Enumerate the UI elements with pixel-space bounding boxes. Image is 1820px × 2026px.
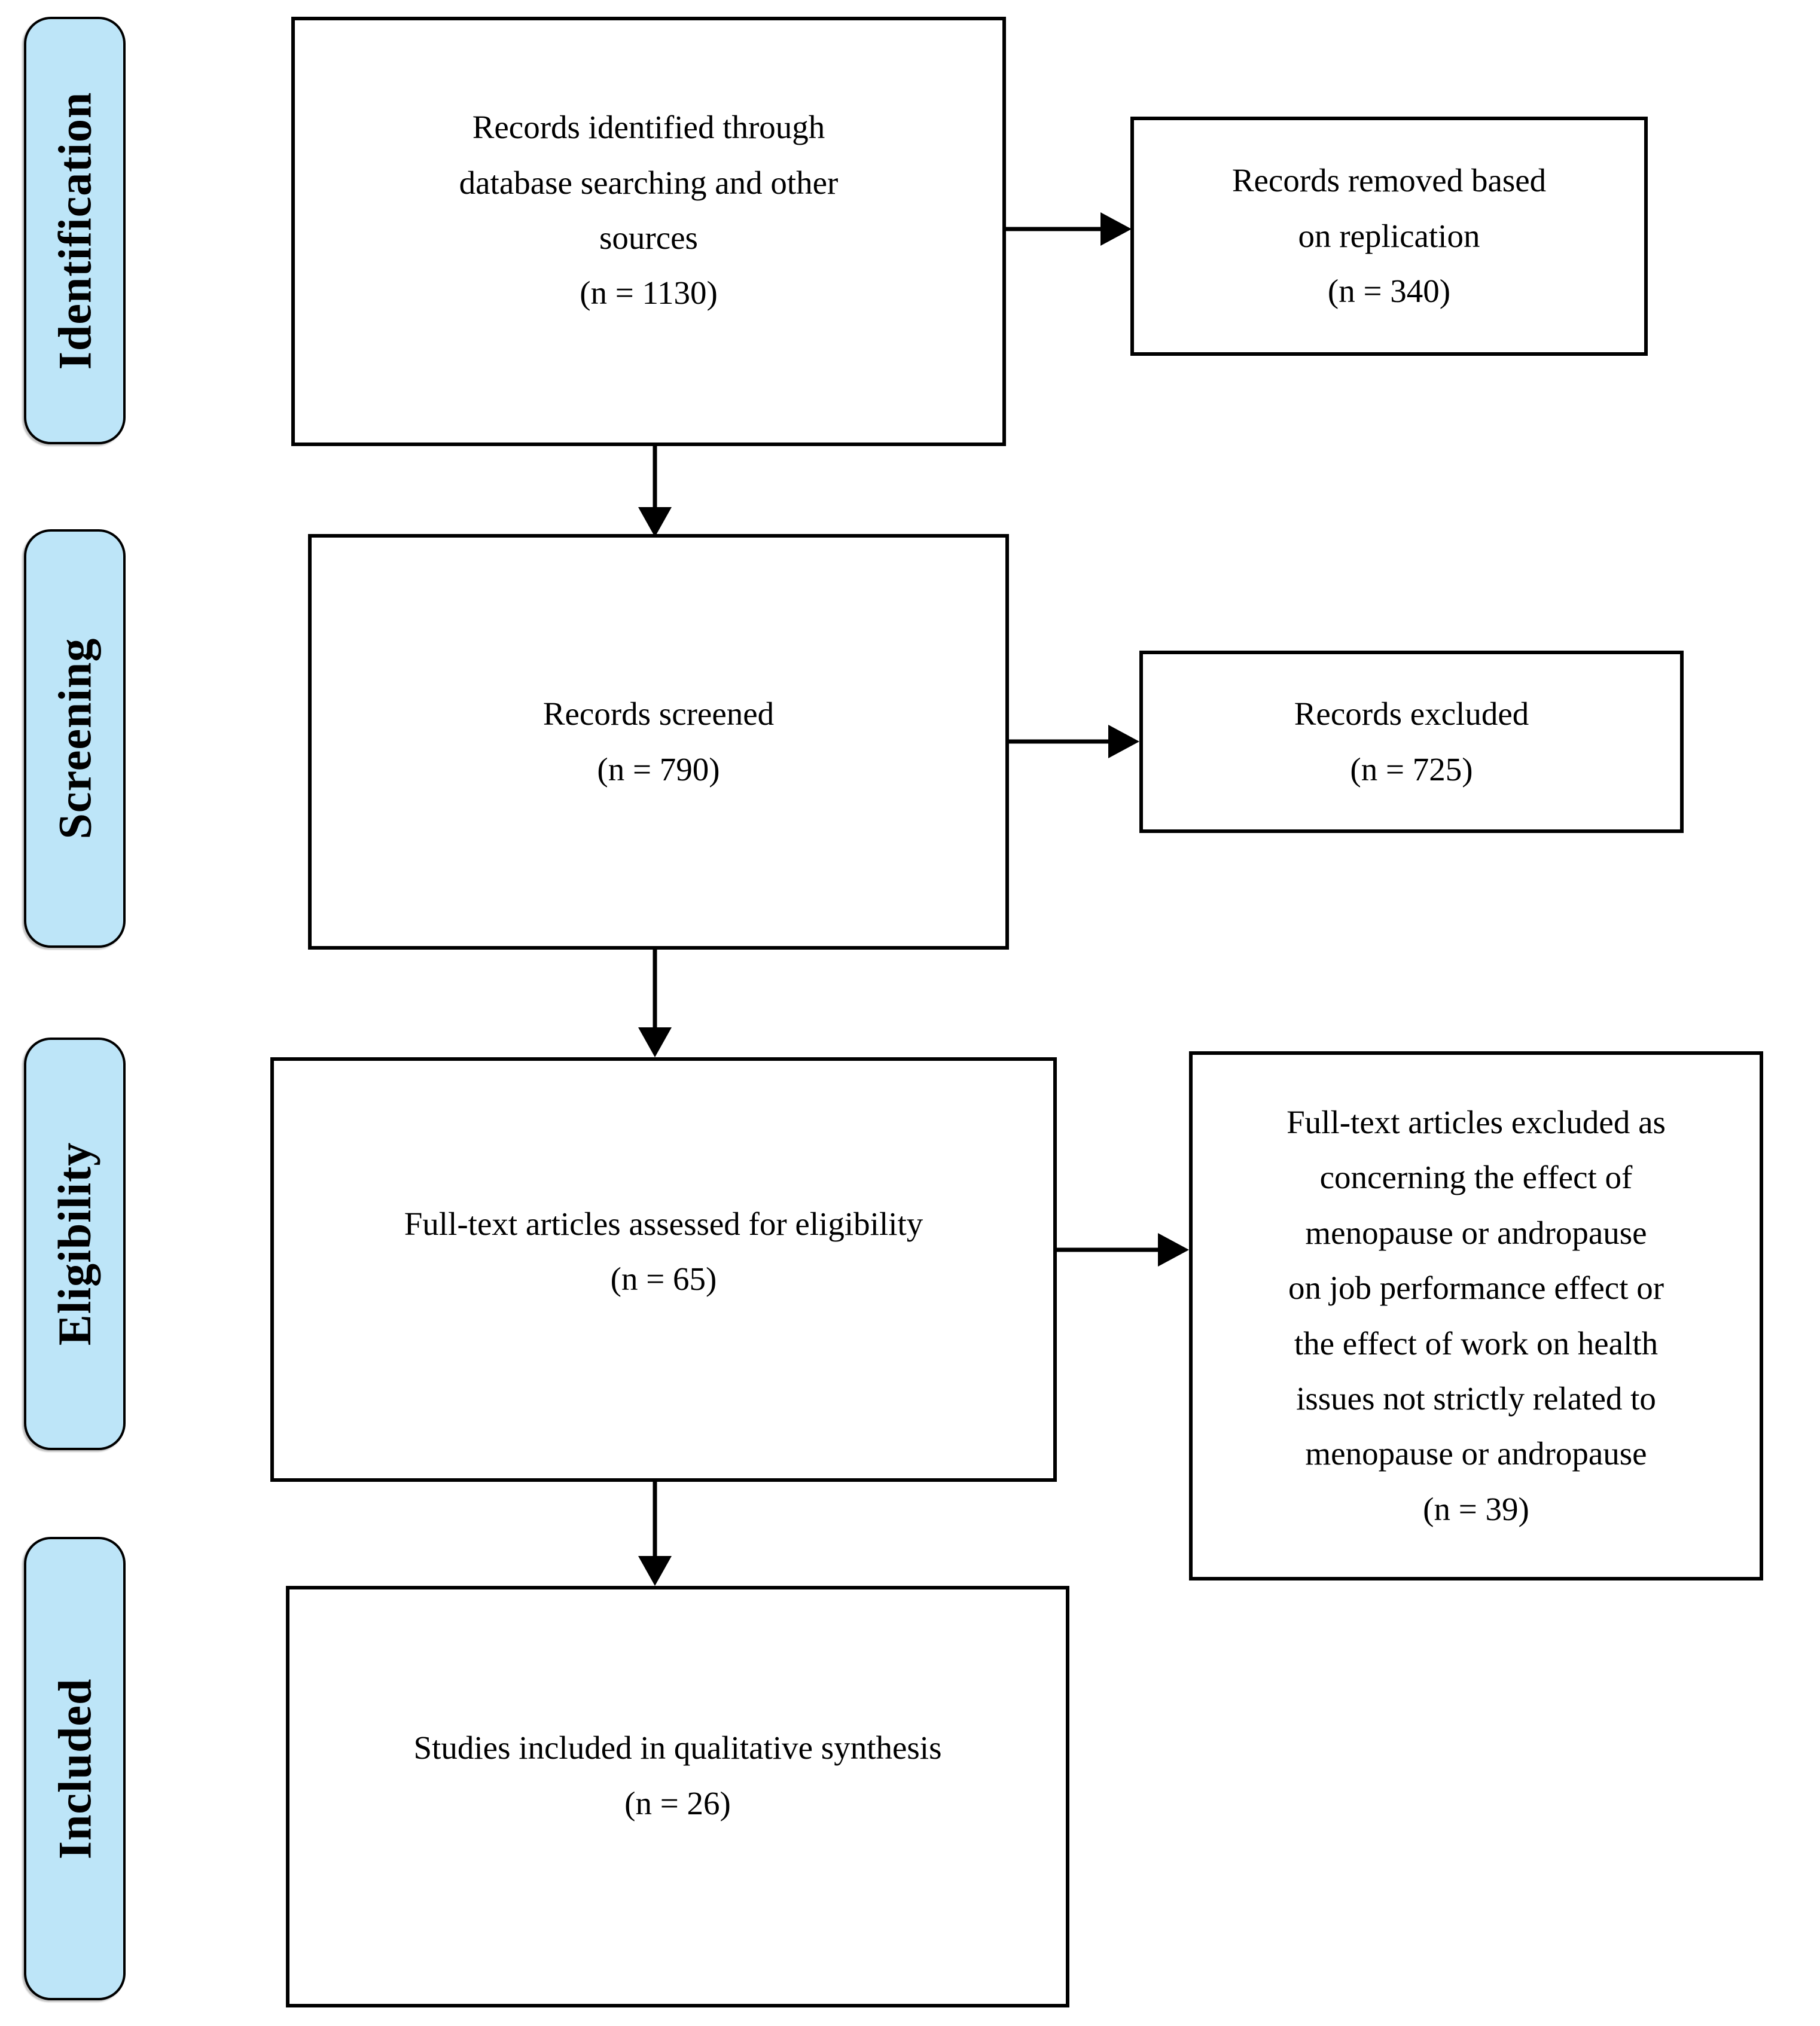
box-fulltext-excluded-line: on job performance effect or bbox=[1288, 1270, 1664, 1307]
stage-label-eligibility: Eligibility bbox=[48, 1142, 100, 1346]
arrow-down-screened-to-fulltext-icon bbox=[638, 950, 672, 1057]
box-studies-included-count: (n = 26) bbox=[624, 1784, 731, 1821]
box-records-excluded-line: Records excluded bbox=[1294, 695, 1529, 733]
arrow-right-fulltext-to-excluded-icon bbox=[1057, 1233, 1189, 1267]
box-records-removed-line: Records removed based bbox=[1231, 162, 1547, 199]
stage-label-included: Included bbox=[48, 1678, 101, 1859]
box-fulltext-excluded: Full-text articles excluded as concernin… bbox=[1189, 1051, 1763, 1580]
box-fulltext-assessed-count: (n = 65) bbox=[610, 1261, 717, 1297]
arrow-right-identified-to-removed-icon bbox=[1006, 212, 1132, 246]
stage-tab-eligibility: Eligibility bbox=[24, 1038, 126, 1450]
box-fulltext-excluded-line: issues not strictly related to bbox=[1296, 1380, 1656, 1417]
box-fulltext-assessed-line: Full-text articles assessed for eligibil… bbox=[404, 1205, 923, 1242]
box-fulltext-excluded-line: menopause or andropause bbox=[1305, 1214, 1647, 1251]
stage-tab-screening: Screening bbox=[24, 529, 126, 948]
box-records-removed: Records removed based on replication (n … bbox=[1130, 117, 1648, 356]
box-fulltext-excluded-count: (n = 39) bbox=[1423, 1490, 1529, 1527]
stage-label-identification: Identification bbox=[48, 91, 101, 370]
box-records-removed-line: on replication bbox=[1298, 217, 1480, 254]
stage-tab-identification: Identification bbox=[24, 17, 126, 444]
box-studies-included-line: Studies included in qualitative synthesi… bbox=[413, 1729, 942, 1766]
box-fulltext-excluded-line: the effect of work on health bbox=[1294, 1325, 1659, 1362]
box-records-excluded-count: (n = 725) bbox=[1350, 750, 1473, 788]
box-fulltext-excluded-line: concerning the effect of bbox=[1319, 1159, 1633, 1196]
box-records-identified-line: database searching and other bbox=[459, 164, 839, 201]
arrow-down-identified-to-screened-icon bbox=[638, 446, 672, 537]
box-records-identified: Records identified through database sear… bbox=[291, 17, 1006, 446]
box-records-screened-count: (n = 790) bbox=[597, 750, 720, 788]
box-fulltext-excluded-line: Full-text articles excluded as bbox=[1287, 1103, 1666, 1140]
box-records-identified-line: Records identified through bbox=[472, 109, 825, 146]
arrow-right-screened-to-excluded-icon bbox=[1009, 725, 1139, 758]
box-records-screened: Records screened (n = 790) bbox=[308, 534, 1009, 950]
stage-label-screening: Screening bbox=[48, 637, 101, 840]
box-fulltext-assessed: Full-text articles assessed for eligibil… bbox=[270, 1057, 1057, 1482]
box-records-excluded: Records excluded (n = 725) bbox=[1139, 651, 1684, 833]
box-fulltext-excluded-line: menopause or andropause bbox=[1305, 1435, 1647, 1472]
box-records-identified-count: (n = 1130) bbox=[580, 274, 718, 312]
box-records-screened-line: Records screened bbox=[542, 695, 775, 733]
arrow-down-fulltext-to-included-icon bbox=[638, 1482, 672, 1586]
box-studies-included: Studies included in qualitative synthesi… bbox=[286, 1586, 1069, 2007]
box-records-identified-line: sources bbox=[599, 219, 698, 256]
stage-tab-included: Included bbox=[24, 1537, 126, 2000]
box-records-removed-count: (n = 340) bbox=[1327, 273, 1451, 310]
